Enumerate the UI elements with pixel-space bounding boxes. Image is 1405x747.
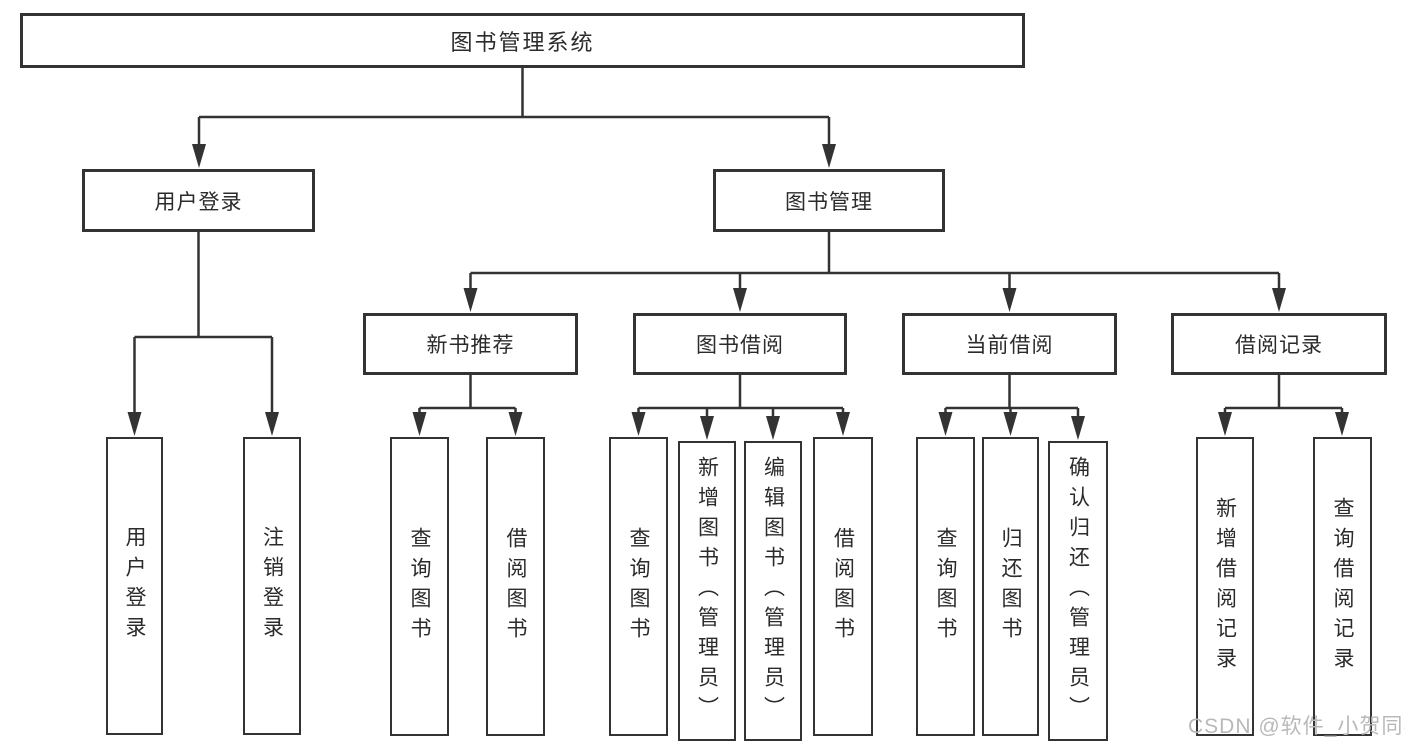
node-borrow-record: 借阅记录 <box>1171 313 1387 375</box>
node-root: 图书管理系统 <box>20 13 1025 68</box>
node-borrow-record-label: 借阅记录 <box>1235 334 1323 357</box>
node-cb-query-books: 查询图书 <box>916 437 975 736</box>
node-current-borrow: 当前借阅 <box>902 313 1117 375</box>
node-user-login-group: 用户登录 <box>82 169 315 232</box>
node-bb-add-books-label: 新增图书（管理员） <box>695 456 719 726</box>
edge-book-mgmt-to-level3 <box>463 232 1286 312</box>
node-bb-add-books: 新增图书（管理员） <box>678 441 736 741</box>
node-nb-query-books: 查询图书 <box>390 437 449 736</box>
node-bb-borrow-books: 借阅图书 <box>813 437 873 736</box>
node-logout-label: 注销登录 <box>260 526 284 646</box>
node-bb-edit-books: 编辑图书（管理员） <box>744 441 802 741</box>
node-bb-edit-books-label: 编辑图书（管理员） <box>761 456 785 726</box>
node-cb-confirm-return: 确认归还（管理员） <box>1048 441 1108 741</box>
node-br-add-record-label: 新增借阅记录 <box>1213 496 1237 677</box>
node-user-login-group-label: 用户登录 <box>154 190 243 214</box>
node-nb-borrow-books-label: 借阅图书 <box>504 526 527 647</box>
node-book-mgmt-group: 图书管理 <box>713 169 945 232</box>
edge-borrow-record-children <box>1218 375 1349 436</box>
node-current-borrow-label: 当前借阅 <box>965 334 1054 357</box>
edge-root-to-level2 <box>192 68 836 168</box>
node-user-login: 用户登录 <box>106 437 163 735</box>
node-book-mgmt-group-label: 图书管理 <box>785 190 873 214</box>
node-bb-borrow-books-label: 借阅图书 <box>831 526 855 647</box>
node-bb-query-books: 查询图书 <box>609 437 668 736</box>
node-cb-return-books-label: 归还图书 <box>999 526 1022 647</box>
node-user-login-label: 用户登录 <box>123 526 146 646</box>
node-book-borrow-label: 图书借阅 <box>696 334 784 357</box>
node-logout: 注销登录 <box>243 437 301 735</box>
node-cb-return-books: 归还图书 <box>982 437 1039 736</box>
node-bb-query-books-label: 查询图书 <box>627 526 650 647</box>
node-nb-borrow-books: 借阅图书 <box>486 437 545 736</box>
node-cb-confirm-return-label: 确认归还（管理员） <box>1066 456 1090 726</box>
node-br-query-record-label: 查询借阅记录 <box>1331 496 1354 677</box>
node-root-label: 图书管理系统 <box>450 29 595 55</box>
node-new-book-rec: 新书推荐 <box>363 313 578 375</box>
node-br-add-record: 新增借阅记录 <box>1196 437 1254 736</box>
edge-new-book-rec-children <box>412 375 523 436</box>
node-nb-query-books-label: 查询图书 <box>408 526 431 647</box>
edge-user-login-children <box>127 232 279 436</box>
node-new-book-rec-label: 新书推荐 <box>426 334 515 357</box>
edge-book-borrow-children <box>631 375 850 440</box>
csdn-watermark: CSDN @软件_小贺同学 <box>1188 715 1405 738</box>
node-book-borrow: 图书借阅 <box>633 313 847 375</box>
node-cb-query-books-label: 查询图书 <box>934 526 957 647</box>
node-br-query-record: 查询借阅记录 <box>1313 437 1372 736</box>
edge-current-borrow-children <box>938 375 1085 440</box>
